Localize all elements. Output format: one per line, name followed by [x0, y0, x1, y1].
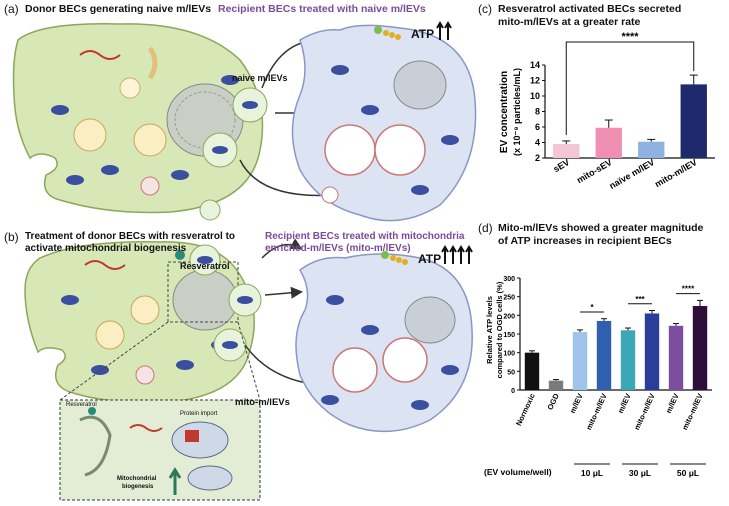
x-tick-label: m/lEV — [616, 392, 633, 415]
panel-c-label: (c) — [478, 2, 492, 16]
y-tick-label: 0 — [511, 388, 515, 395]
panel-a-label: (a) — [4, 2, 19, 16]
y-axis-label: EV concentration — [499, 71, 510, 153]
significance-label: **** — [621, 31, 639, 43]
atp-increase-arrows-b — [441, 245, 473, 264]
atp-molecule-icon — [374, 26, 408, 265]
panel-b-title-right-1: Recipient BECs treated with mitochondria — [265, 231, 465, 242]
panel-d-title-2: of ATP increases in recipient BECs — [498, 235, 672, 247]
dna-icon — [79, 50, 121, 60]
y-tick-label: 150 — [503, 332, 515, 339]
y-tick-label: 200 — [503, 313, 515, 320]
panel-b-ev-label: mito-m/lEVs — [235, 397, 290, 408]
y-tick-label: 300 — [503, 276, 515, 283]
bar — [596, 320, 612, 390]
recipient-cell-a — [291, 24, 477, 222]
panel-a-ev-label: naive m/lEVs — [232, 73, 288, 83]
up-arrow-head — [444, 21, 452, 29]
up-arrow-head — [465, 245, 473, 253]
ev-group-a — [199, 87, 268, 221]
panel-d-title-1: Mito-m/lEVs showed a greater magnitude — [498, 222, 704, 234]
mechanism-inset — [59, 321, 261, 501]
y-tick-label: 14 — [530, 60, 540, 70]
panel-a-title-right: Recipient BECs treated with naive m/lEVs — [218, 3, 426, 15]
x-tick-label: Normoxic — [514, 392, 537, 427]
panel-b-title-right-2: enriched-m/lEVs (mito-m/lEVs) — [265, 243, 411, 254]
x-tick-label: OGD — [545, 392, 561, 412]
bar — [638, 141, 665, 158]
bar — [644, 313, 660, 390]
panel-b-title-left-2: activate mitochondrial biogenesis — [25, 243, 187, 254]
bar — [692, 306, 708, 390]
y-tick-label: 4 — [535, 138, 540, 148]
ev-group-b — [189, 244, 262, 362]
y-tick-label: 8 — [535, 107, 540, 117]
up-arrow-head — [441, 245, 449, 253]
panel-b-label: (b) — [4, 230, 19, 244]
atp-increase-arrows-a — [436, 21, 452, 40]
mitochondrion-icon — [51, 105, 69, 115]
bar — [524, 352, 540, 390]
y-axis-label: Relative ATP levels — [485, 296, 494, 364]
panel-c-title-1: Resveratrol activated BECs secreted — [498, 3, 682, 15]
x-footer-label: (EV volume/well) — [484, 467, 552, 477]
y-tick-label: 12 — [530, 76, 540, 86]
bar — [680, 84, 707, 158]
panel-a-atp-label: ATP — [411, 27, 435, 41]
y-tick-label: 6 — [535, 122, 540, 132]
y-tick-label: 2 — [535, 153, 540, 163]
vesicle-icon — [119, 77, 141, 99]
y-axis-label-units: (x 10⁻⁹ particles/mL) — [512, 68, 522, 156]
inset-biogenesis-label-2: biogenesis — [122, 484, 154, 490]
x-tick-label: mito-m/lEV — [632, 392, 657, 431]
bar — [595, 127, 622, 158]
bar — [620, 330, 636, 390]
inset-biogenesis-label-1: Mitochondrial — [117, 476, 157, 482]
y-tick-label: 50 — [507, 369, 515, 376]
group-label: 30 μL — [629, 468, 651, 478]
panel-c-title-2: mito-m/lEVs at a greater rate — [498, 16, 641, 28]
panel-b-atp-label: ATP — [418, 252, 442, 266]
bar — [668, 325, 684, 390]
x-tick-label: m/lEV — [568, 392, 585, 415]
donor-cell-a — [12, 23, 264, 214]
significance-bracket — [565, 41, 695, 135]
bar — [572, 332, 588, 390]
group-label: 10 μL — [581, 468, 603, 478]
group-label: 50 μL — [677, 468, 699, 478]
bar — [553, 144, 580, 158]
panel-d-label: (d) — [478, 221, 493, 235]
recipient-cell-b — [295, 253, 473, 433]
significance-label: **** — [682, 285, 695, 294]
bar — [548, 380, 564, 390]
x-tick-label: m/lEV — [664, 392, 681, 415]
panel-b-resveratrol-label: Resveratrol — [180, 261, 230, 271]
up-arrow-head — [449, 245, 457, 253]
y-tick-label: 100 — [503, 351, 515, 358]
resveratrol-molecule-icon — [175, 250, 185, 260]
y-axis-label-2: compared to OGD cells (%) — [495, 281, 504, 378]
significance-label: *** — [635, 295, 645, 304]
y-tick-label: 250 — [503, 295, 515, 302]
significance-label: * — [590, 303, 594, 312]
up-arrow-head — [457, 245, 465, 253]
panel-a-title-left: Donor BECs generating naive m/lEVs — [25, 3, 212, 15]
inset-protein-import-label: Protein import — [180, 411, 218, 417]
x-tick-label: mito-m/lEV — [584, 392, 609, 431]
up-arrow-head — [436, 21, 444, 29]
panel-b-title-left-1: Treatment of donor BECs with resveratrol… — [25, 231, 236, 242]
x-tick-label: mito-m/lEV — [680, 392, 705, 431]
y-tick-label: 10 — [530, 91, 540, 101]
inset-resveratrol-label: Resveratrol — [66, 402, 97, 408]
